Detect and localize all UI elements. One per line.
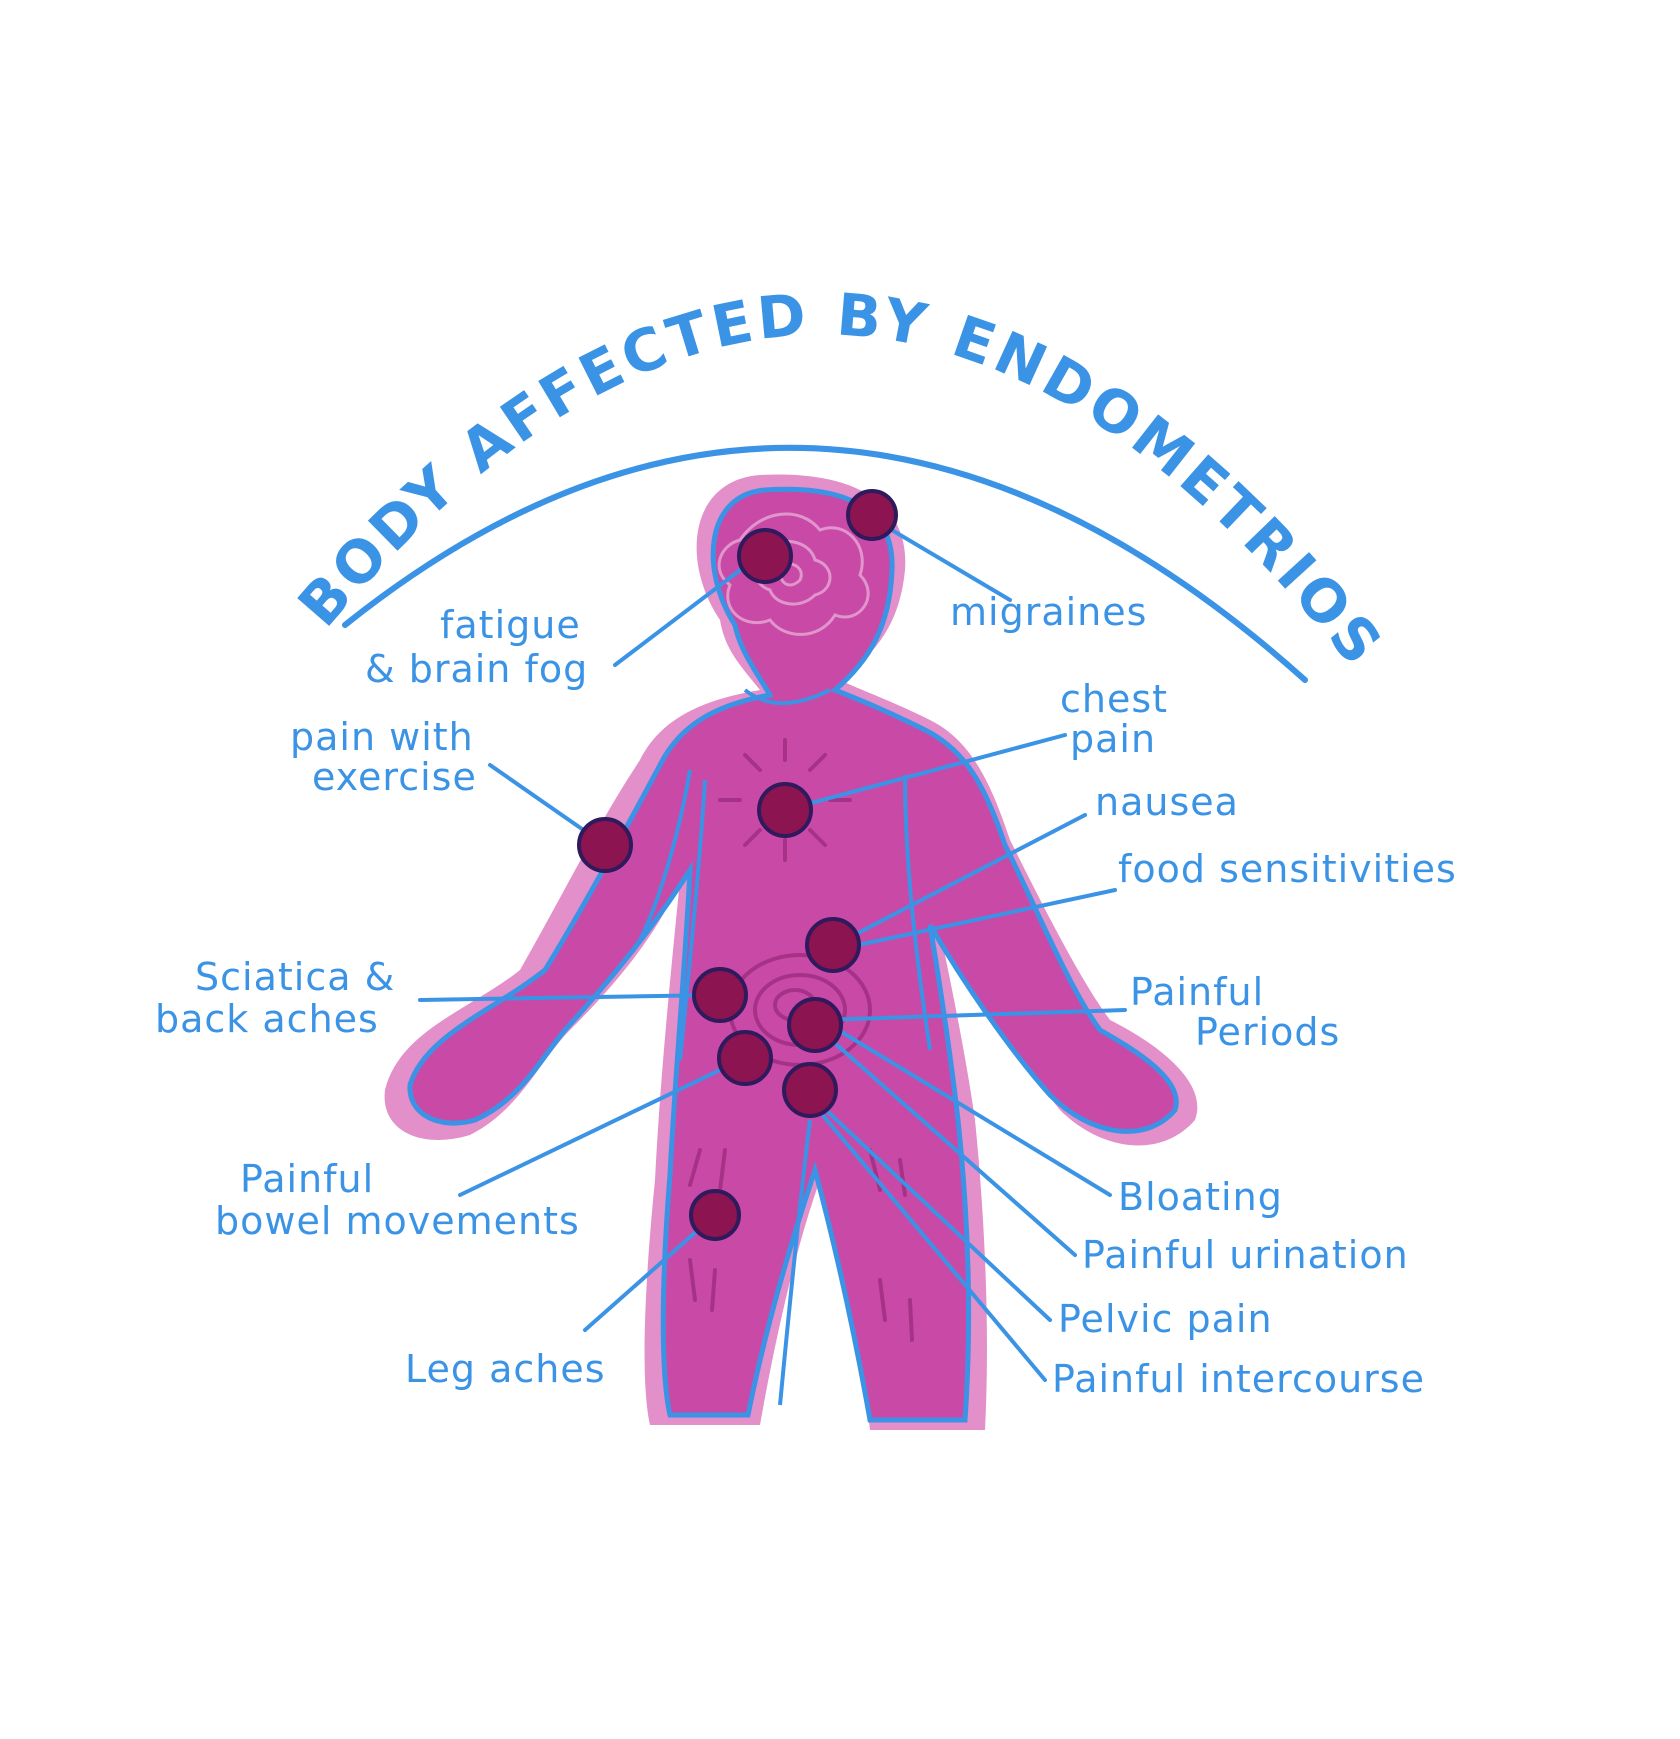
connector-pelvic	[808, 1093, 1052, 1322]
label-chest-2: pain	[1070, 717, 1156, 761]
label-exercise-2: exercise	[312, 755, 477, 799]
pain-spots	[577, 489, 898, 1241]
label-periods-2: Periods	[1195, 1010, 1340, 1054]
label-sciatica-2: back aches	[155, 997, 379, 1041]
label-fatigue-1: fatigue	[440, 603, 581, 647]
connector-food	[833, 888, 1117, 952]
label-fatigue-2: & brain fog	[365, 647, 588, 691]
connector-lines	[418, 518, 1127, 1382]
title-arc-line	[342, 444, 1308, 683]
label-intercourse: Painful intercourse	[1052, 1357, 1425, 1401]
spot-uterus	[787, 997, 843, 1053]
spot-bowel	[717, 1030, 773, 1086]
label-migraines: migraines	[950, 590, 1147, 634]
spot-pelvis	[782, 1062, 838, 1118]
label-leg-aches: Leg aches	[405, 1347, 606, 1391]
spot-stomach	[805, 917, 861, 973]
label-pelvic-pain: Pelvic pain	[1058, 1297, 1273, 1341]
spot-head-right	[846, 489, 898, 541]
label-chest-1: chest	[1060, 677, 1168, 721]
label-bowel-2: bowel movements	[215, 1199, 580, 1243]
connector-nausea	[833, 813, 1087, 947]
label-sciatica-1: Sciatica &	[195, 955, 395, 999]
spot-head-left	[737, 528, 793, 584]
label-food-sensitivities: food sensitivities	[1118, 847, 1457, 891]
label-bloating: Bloating	[1118, 1175, 1283, 1219]
label-periods-1: Painful	[1130, 970, 1264, 1014]
connector-sciatica	[418, 993, 722, 1002]
leg-texture	[688, 1148, 914, 1342]
connector-intercourse	[808, 1098, 1047, 1382]
neck-line	[743, 688, 831, 706]
connector-fatigue	[613, 553, 762, 667]
connector-legs	[583, 1213, 717, 1332]
connector-periods	[818, 1008, 1127, 1022]
chest-rays	[718, 738, 852, 862]
diagram-title: A BODY AFFECTED BY ENDOMETRIOSIS	[0, 0, 1397, 680]
arm-line-left	[638, 769, 692, 941]
connector-urination	[818, 1028, 1077, 1257]
label-nausea: nausea	[1095, 780, 1239, 824]
connector-bowel	[458, 1056, 747, 1197]
label-urination: Painful urination	[1082, 1233, 1409, 1277]
label-exercise-1: pain with	[290, 715, 474, 759]
connector-chest	[783, 733, 1067, 812]
spot-lower-back	[692, 967, 748, 1023]
spot-leg	[689, 1189, 741, 1241]
spot-shoulder	[577, 817, 633, 873]
connector-migraines	[873, 518, 1012, 602]
symptom-labels: fatigue & brain fog migraines pain with …	[155, 590, 1457, 1401]
label-bowel-1: Painful	[240, 1157, 374, 1201]
torso-line-left	[678, 779, 707, 1061]
leg-line-inner	[778, 1119, 812, 1406]
spot-chest	[757, 782, 813, 838]
connector-bloating	[828, 1023, 1112, 1197]
